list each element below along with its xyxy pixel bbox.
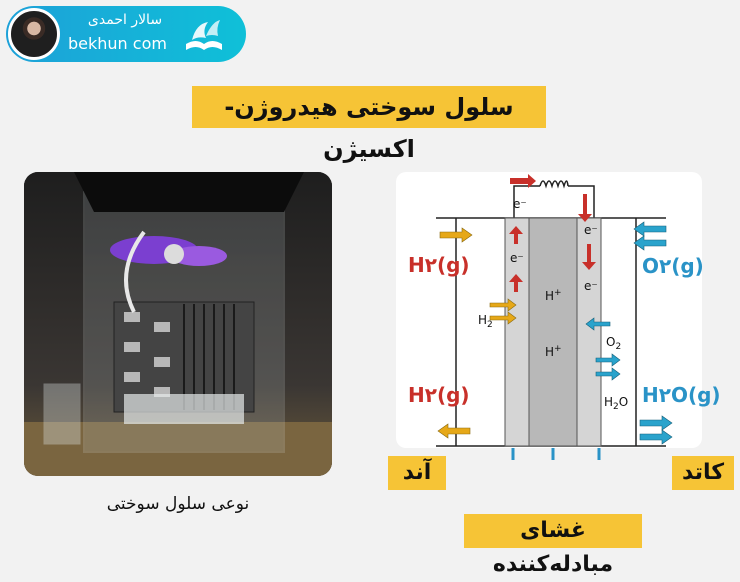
- membrane-label: غشای مبادله‌کننده: [464, 514, 642, 577]
- electron-arrow-icon: [510, 174, 536, 188]
- photo-caption: نوعی سلول سوختی: [106, 494, 250, 514]
- h2-in-label: H۲(g): [408, 253, 470, 277]
- book-logo-icon: [186, 20, 222, 50]
- svg-text:H2: H2: [478, 313, 493, 330]
- h2-out-arrow-icon: [437, 423, 471, 439]
- electron-arrow-icon: [578, 194, 592, 222]
- anode-label: آند: [388, 456, 446, 490]
- svg-text:O2: O2: [606, 335, 621, 352]
- cathode-label: کاتد: [672, 456, 734, 490]
- h2-in-arrow-icon: [439, 227, 473, 243]
- svg-text:H2O: H2O: [604, 395, 628, 412]
- h2o-out-label: H۲O(g): [642, 383, 721, 407]
- fuel-cell-photo: [24, 172, 332, 476]
- anode-electrode: [504, 217, 530, 447]
- site-name[interactable]: bekhun com: [68, 34, 167, 53]
- fuel-cell-schematic: e⁻ e⁻ e⁻ e⁻ H2 H+ H+ O2 H2O: [436, 174, 673, 460]
- h2-out-label: H۲(g): [408, 383, 470, 407]
- o2-in-arrow-icon: [633, 221, 667, 237]
- page-title: سلول سوختی هیدروژن-اکسیژن: [192, 86, 546, 163]
- electron-label-cathode-2: e⁻: [584, 279, 598, 293]
- electron-label-cathode: e⁻: [584, 223, 598, 237]
- avatar: [8, 8, 60, 60]
- h2o-out-arrow-icon: [639, 415, 673, 431]
- electron-label: e⁻: [513, 197, 527, 211]
- resistor-icon: [539, 180, 569, 189]
- electron-label-anode: e⁻: [510, 251, 524, 265]
- svg-text:H+: H+: [545, 288, 562, 303]
- author-name: سالار احمدی: [87, 12, 163, 28]
- svg-text:H+: H+: [545, 344, 562, 359]
- o2-in-label: O۲(g): [642, 254, 704, 278]
- membrane: [528, 217, 578, 447]
